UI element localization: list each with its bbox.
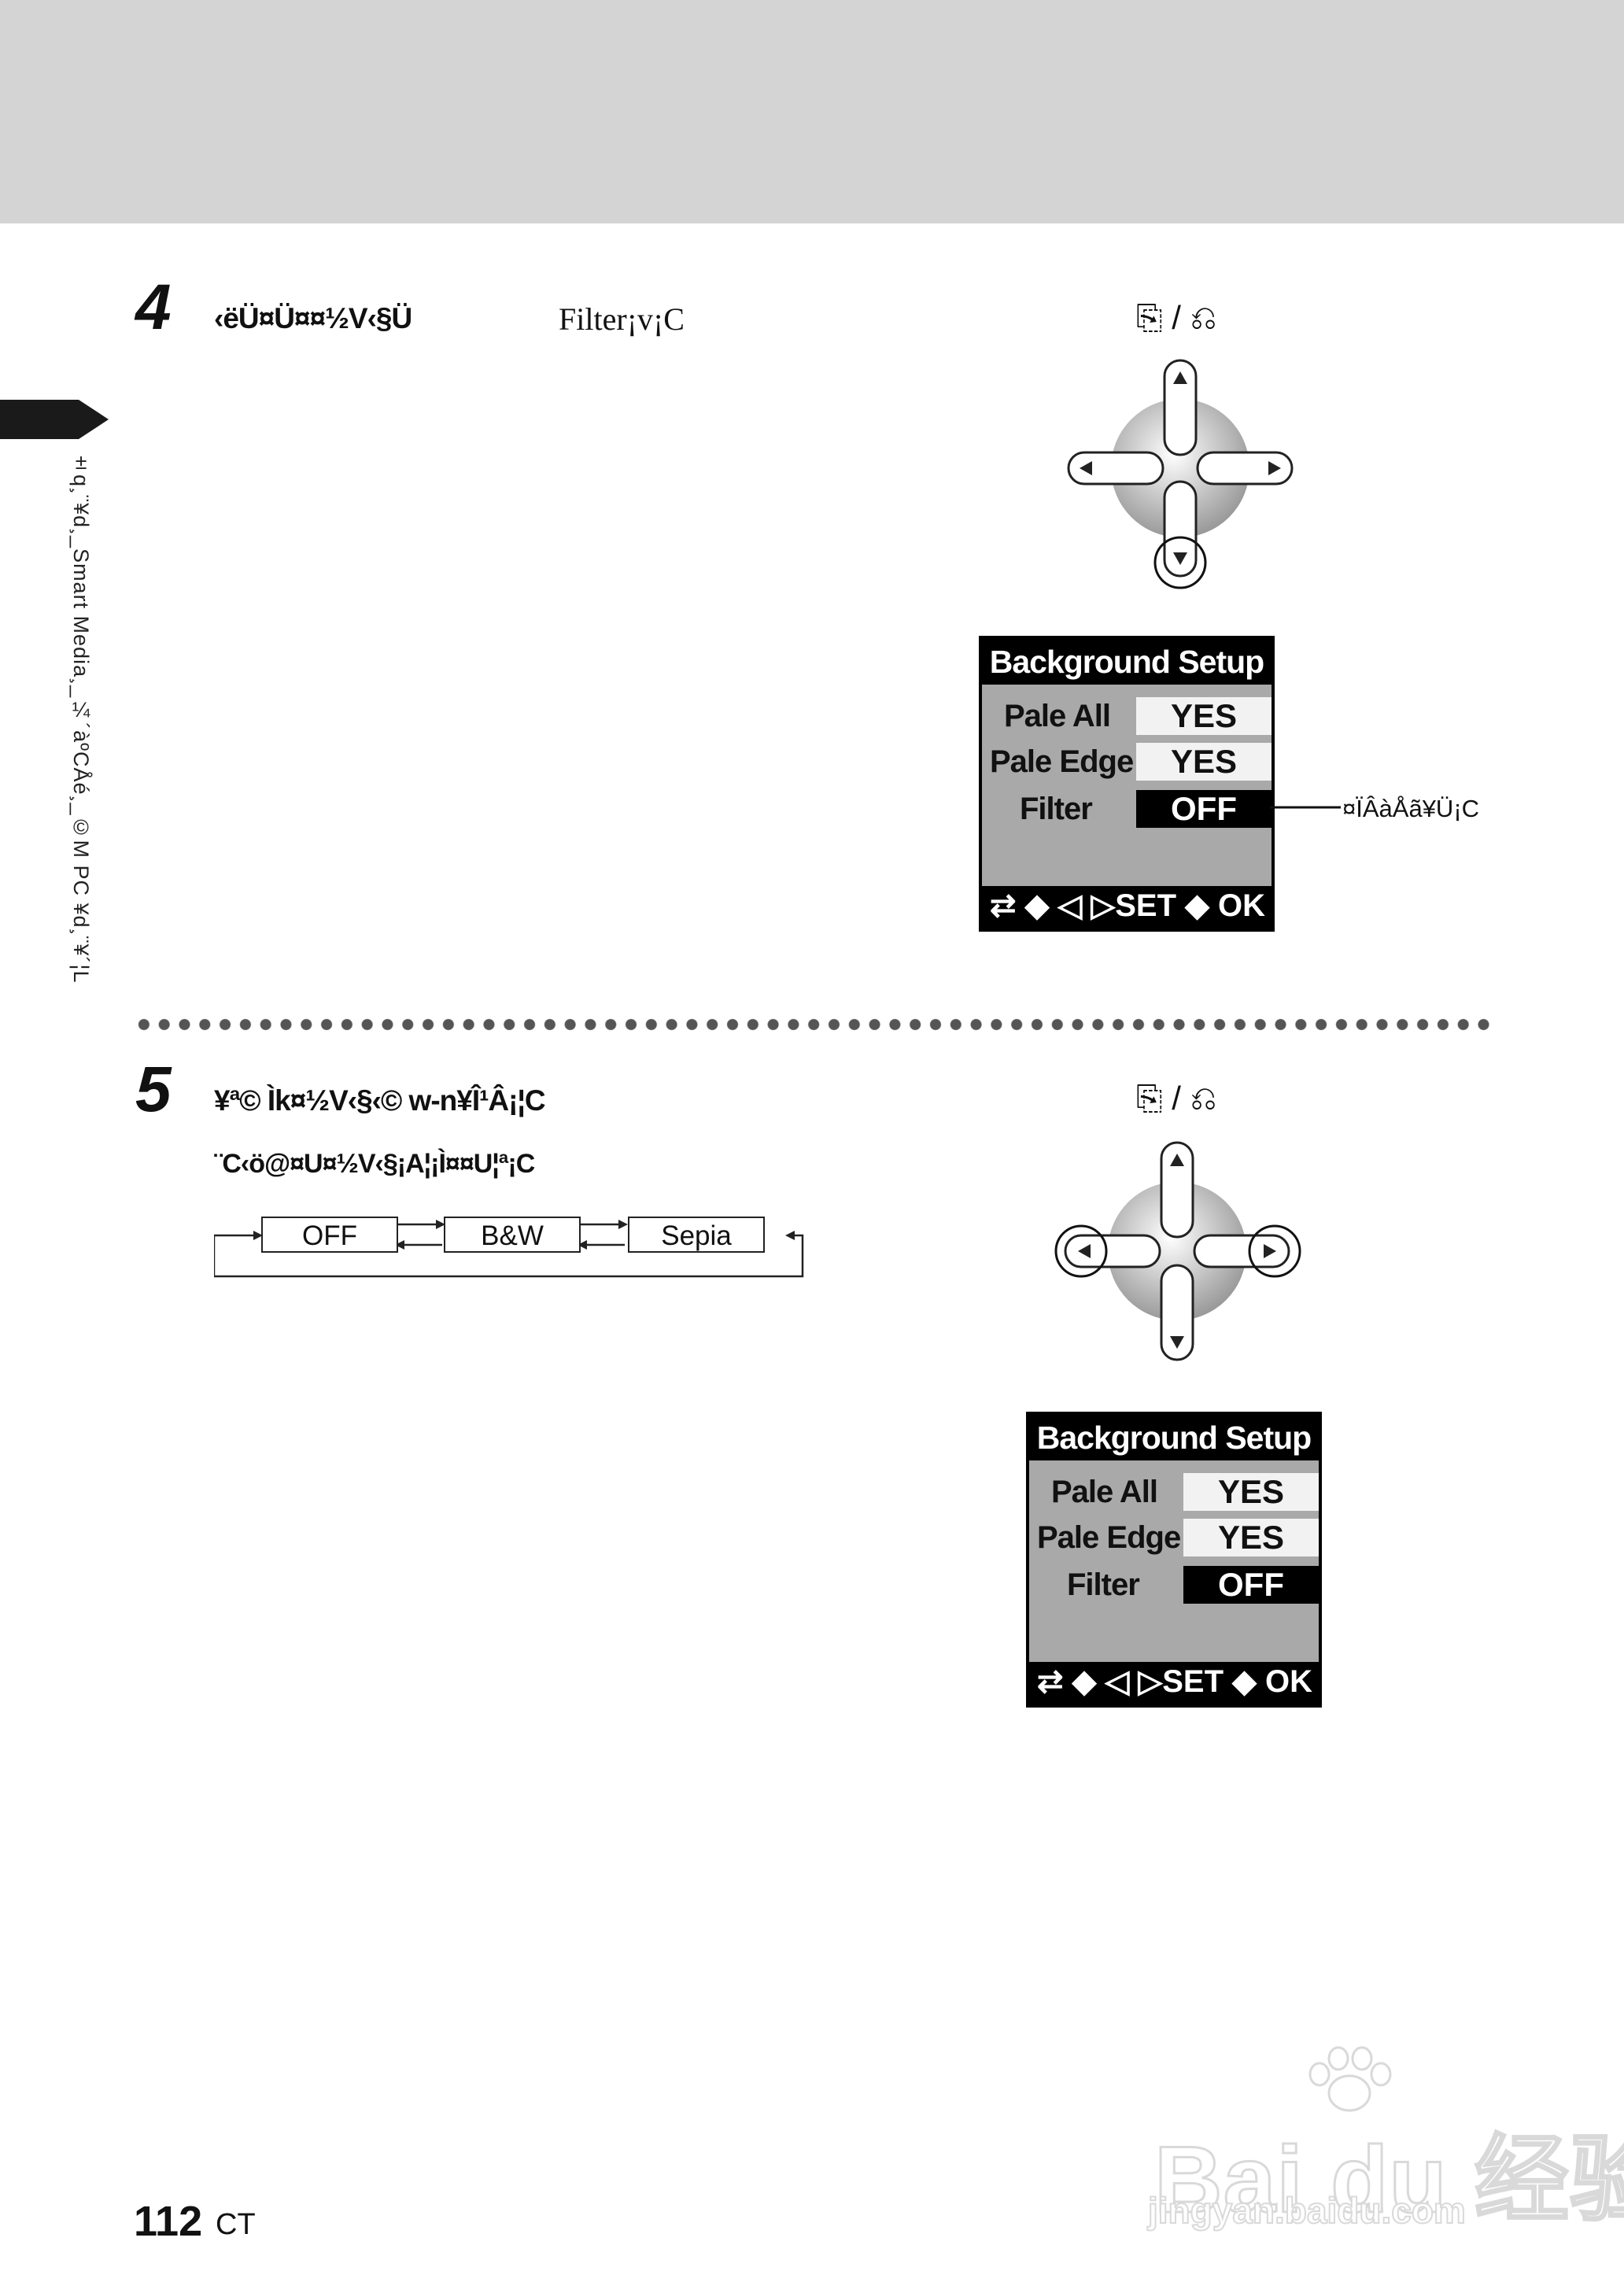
chapter-side-label: ±q¸¨¥d¸_Smart Media¸_¼´àºCÅé¸_©M PC ¥d¸¨…: [69, 450, 93, 984]
lcd-footer: ⇄ ◆ ◁ ▷ SET ◆ OK: [1029, 1659, 1319, 1704]
lcd-title: Background Setup: [989, 644, 1264, 680]
lcd-label-filter: Filter: [1020, 792, 1093, 826]
lcd-menu-body: Pale All YES Pale Edge YES Filter OFF: [1029, 1460, 1319, 1662]
paw-print-icon: [1308, 2046, 1392, 2112]
step-5-dpad-icon: [1054, 1141, 1301, 1361]
filter-mode-cycle-diagram: OFF B&W Sepia: [214, 1213, 812, 1279]
lcd-label-pale-edge: Pale Edge: [1037, 1520, 1181, 1555]
lcd-title: Background Setup: [1036, 1420, 1312, 1456]
lcd-value-pale-edge[interactable]: YES: [1136, 743, 1272, 781]
watermark-url: jingyan.baidu.com: [1147, 2189, 1467, 2232]
section-divider: [134, 1018, 1495, 1031]
lcd-label-pale-all: Pale All: [1051, 1475, 1158, 1509]
lcd-value-pale-edge[interactable]: YES: [1183, 1519, 1319, 1556]
flow-item-bw: B&W: [444, 1217, 581, 1253]
lcd-value-pale-all[interactable]: YES: [1136, 697, 1272, 735]
step-4-number: 4: [135, 271, 172, 343]
step-5-instruction: ¥ª© Ìk¤½V‹§‹© w-n¥Î¹Â¡¦C: [214, 1084, 546, 1117]
step-4-instruction: ‹ëÜ¤Ü¤¤½V‹§Ü: [214, 302, 412, 334]
flow-item-sepia: Sepia: [628, 1217, 765, 1253]
step-4-callout-text: ¤ÏÂàÅã¥Ü¡C: [1342, 795, 1480, 822]
step-4-dpad-icon: [1067, 359, 1294, 589]
lcd-footer: ⇄ ◆ ◁ ▷ SET ◆ OK: [982, 883, 1272, 929]
page-language-code: CT: [216, 2208, 256, 2241]
step-5-number: 5: [135, 1054, 172, 1125]
lcd-label-filter: Filter: [1067, 1567, 1140, 1602]
step-4-filter-text: Filter¡v¡C: [559, 301, 685, 337]
step-5-subtext: ¨C‹ö@¤U¤½V‹§¡A¦¡Ì¤¤U¦ª¡C: [214, 1149, 535, 1179]
flow-arrows: [214, 1220, 804, 1278]
lcd-value-filter[interactable]: OFF: [1183, 1566, 1319, 1604]
header-band: [0, 0, 1624, 223]
lcd-label-pale-edge: Pale Edge: [990, 744, 1134, 779]
step-5-lcd-screen: Background Setup Pale All YES Pale Edge …: [1026, 1412, 1322, 1708]
chapter-tab-marker: [0, 400, 109, 439]
lcd-footer-ok-hint: SET ◆ OK: [1162, 1664, 1312, 1699]
flow-item-off: OFF: [261, 1217, 398, 1253]
watermark-logo-text: Bai du 经验: [1153, 2126, 1624, 2234]
step-5-button-symbol: ⎘ / ⎌: [1136, 1080, 1217, 1117]
lcd-value-pale-all[interactable]: YES: [1183, 1473, 1319, 1511]
page-number: 112: [134, 2198, 203, 2245]
lcd-value-filter[interactable]: OFF: [1136, 790, 1272, 828]
lcd-menu-body: Pale All YES Pale Edge YES Filter OFF: [982, 685, 1272, 886]
lcd-footer-nav-hint: ⇄ ◆ ◁ ▷: [990, 888, 1116, 923]
baidu-watermark: Bai du 经验 jingyan.baidu.com: [1145, 2046, 1624, 2235]
lcd-footer-ok-hint: SET ◆ OK: [1115, 888, 1265, 923]
step-4-lcd-screen: Background Setup Pale All YES Pale Edge …: [979, 636, 1275, 932]
step-4-button-symbol: ⎘ / ⎌: [1136, 299, 1217, 336]
callout-leader-line: [1270, 806, 1341, 809]
lcd-footer-nav-hint: ⇄ ◆ ◁ ▷: [1037, 1664, 1163, 1699]
lcd-label-pale-all: Pale All: [1004, 699, 1111, 733]
